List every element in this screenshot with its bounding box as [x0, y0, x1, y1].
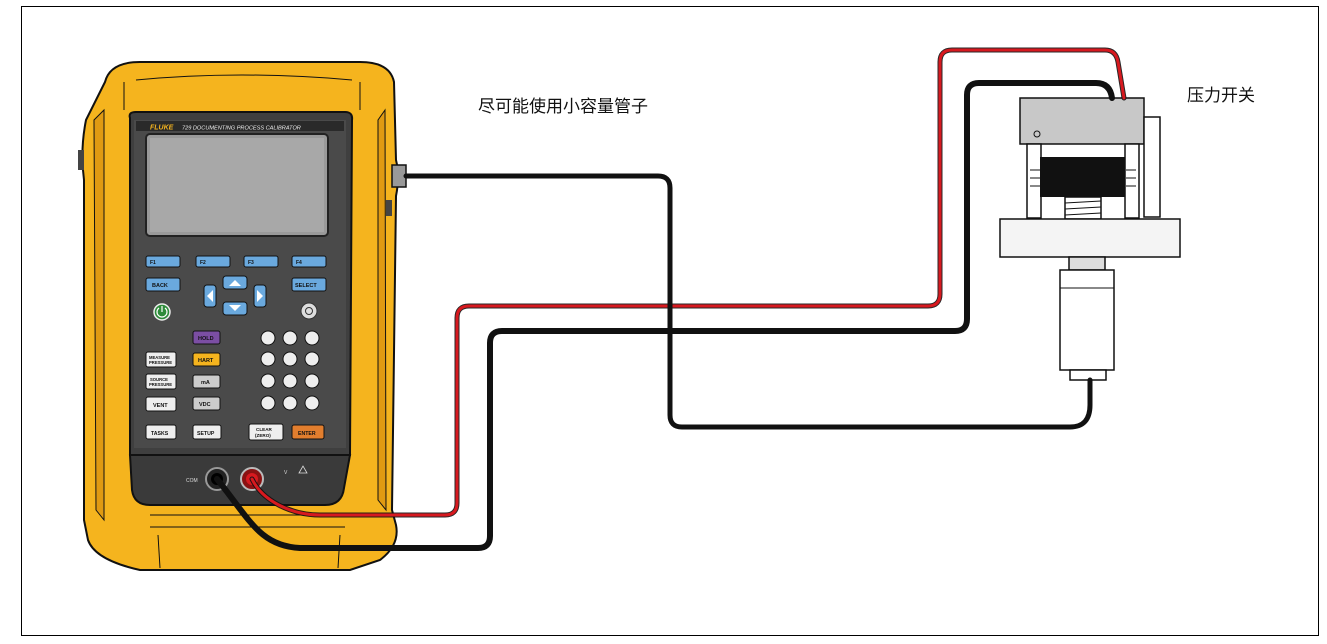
f3-label: F3: [248, 260, 254, 266]
switch-bracket-inner: [1124, 143, 1140, 219]
com-label: COM: [186, 478, 198, 484]
switch-fitting-nut: [1068, 256, 1106, 271]
source-pressure-button[interactable]: [145, 373, 177, 390]
key-3[interactable]: [304, 373, 320, 389]
pressure-hose: [403, 173, 1093, 430]
clear-zero-button[interactable]: [248, 423, 284, 441]
switch-bracket-right: [1143, 116, 1161, 218]
f4-label: F4: [296, 260, 302, 266]
enter-button[interactable]: [291, 424, 325, 440]
black-test-lead: [214, 80, 1115, 551]
brand-bar: [136, 121, 344, 131]
back-button[interactable]: [145, 277, 181, 292]
calibrator-side-shade-right: [377, 108, 387, 512]
vent-label: VENT: [153, 403, 168, 409]
pressure-switch-label: 压力开关: [1187, 86, 1255, 106]
f1-label: F1: [150, 260, 156, 266]
f1-key[interactable]: [145, 255, 181, 268]
switch-fitting-body: [1059, 269, 1115, 371]
thread-line: [1064, 200, 1102, 204]
calibrator: FLUKE 729 DOCUMENTING PROCESS CALIBRATOR…: [78, 61, 407, 571]
source-label-2: PRESSURE: [149, 382, 172, 387]
zero-label: (ZERO): [255, 433, 271, 438]
calibrator-side-shade: [93, 108, 105, 522]
key-8[interactable]: [282, 330, 298, 346]
pressure-switch: [999, 97, 1181, 381]
side-clip: [78, 150, 84, 170]
brand-logo: FLUKE: [150, 125, 174, 132]
key-4[interactable]: [260, 351, 276, 367]
key-1[interactable]: [260, 373, 276, 389]
f3-key[interactable]: [243, 255, 279, 268]
right-arrow-icon: [257, 290, 263, 302]
backlight-button[interactable]: [300, 302, 318, 320]
left-arrow-icon: [207, 290, 213, 302]
warning-icon: [298, 465, 308, 474]
hold-button[interactable]: [192, 330, 221, 345]
tasks-button[interactable]: [145, 424, 177, 440]
key-7[interactable]: [260, 330, 276, 346]
measure-label-2: PRESSURE: [149, 360, 172, 365]
vent-button[interactable]: [145, 396, 177, 412]
key-5[interactable]: [282, 351, 298, 367]
thread-line: [1064, 212, 1102, 216]
up-arrow-icon: [229, 280, 241, 286]
key-2[interactable]: [282, 373, 298, 389]
key-6[interactable]: [304, 351, 320, 367]
body-line: [135, 74, 353, 81]
body-line: [337, 534, 341, 569]
terminal-panel: [128, 454, 352, 506]
switch-base-plate: [999, 218, 1181, 258]
hart-label: HART: [198, 358, 214, 364]
tasks-label: TASKS: [151, 431, 169, 437]
enter-label: ENTER: [298, 431, 316, 437]
source-label: SOURCE: [150, 377, 168, 382]
ma-button[interactable]: [192, 374, 221, 389]
tube-volume-note: 尽可能使用小容量管子: [478, 97, 648, 117]
measure-pressure-button[interactable]: [145, 351, 177, 368]
key-9[interactable]: [304, 330, 320, 346]
power-icon: [156, 306, 168, 318]
key-0[interactable]: [260, 395, 276, 411]
vdc-label: VDC: [199, 402, 211, 408]
select-label: SELECT: [295, 283, 317, 289]
setup-label: SETUP: [197, 431, 215, 437]
side-clip: [386, 200, 392, 216]
switch-screw: [1033, 130, 1041, 138]
model-title: 729 DOCUMENTING PROCESS CALIBRATOR: [182, 126, 301, 132]
vdc-button[interactable]: [192, 396, 221, 411]
switch-coil: [1040, 157, 1125, 197]
lcd-inner: [150, 138, 324, 232]
f2-label: F2: [200, 260, 206, 266]
hart-button[interactable]: [192, 352, 221, 367]
ma-label: mA: [201, 380, 210, 386]
v-label: V: [284, 470, 288, 476]
measure-label: MEASURE: [149, 355, 170, 360]
body-line: [157, 534, 161, 569]
clear-label: CLEAR: [256, 427, 273, 432]
numeric-keypad: [260, 330, 320, 411]
key-minus[interactable]: [304, 395, 320, 411]
setup-button[interactable]: [192, 424, 222, 440]
hold-label: HOLD: [198, 336, 214, 342]
f4-key[interactable]: [291, 255, 327, 268]
switch-bracket-left: [1026, 143, 1042, 219]
function-keys: F1 F2 F3 F4: [145, 255, 327, 268]
f2-key[interactable]: [195, 255, 231, 268]
down-arrow-icon: [229, 305, 241, 311]
key-dot[interactable]: [282, 395, 298, 411]
back-label: BACK: [152, 283, 168, 289]
select-button[interactable]: [291, 277, 327, 292]
backlight-icon: [305, 307, 313, 315]
thread-line: [1064, 206, 1102, 210]
diagram-frame: [21, 6, 1319, 636]
red-lead-core: [250, 48, 1126, 517]
